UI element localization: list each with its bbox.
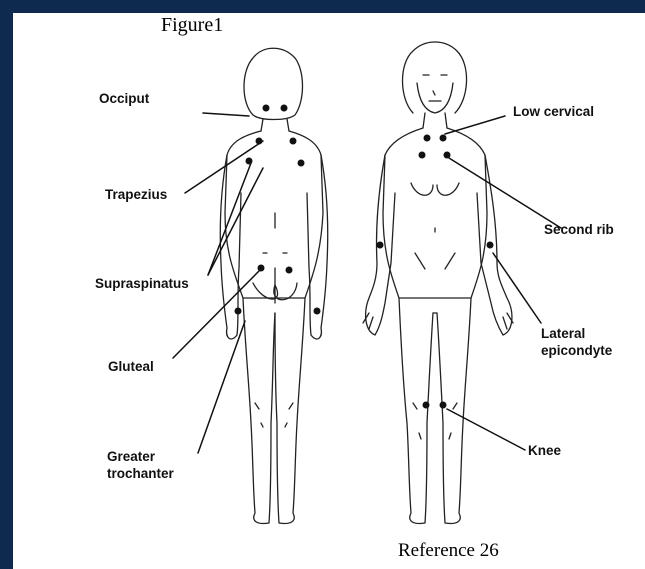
front-head xyxy=(403,42,467,113)
label-low-cervical: Low cervical xyxy=(513,103,594,120)
lateral-epicondyle-leader xyxy=(493,253,541,323)
figure-panel: Figure1 Occiput Trapezius Supraspinatus … xyxy=(13,13,645,569)
label-trapezius: Trapezius xyxy=(105,186,167,203)
label-knee: Knee xyxy=(528,442,561,459)
label-greater-trochanter-line2: trochanter xyxy=(107,465,174,482)
reference-note: Reference 26 xyxy=(398,540,499,562)
label-occiput: Occiput xyxy=(99,90,149,107)
label-second-rib: Second rib xyxy=(544,221,614,238)
back-right-leg xyxy=(275,298,305,524)
back-neck xyxy=(261,119,289,131)
supraspinatus-leader-2 xyxy=(208,168,263,275)
front-right-arm xyxy=(477,155,512,335)
figure-title: Figure1 xyxy=(161,14,223,37)
back-left-leg xyxy=(243,298,275,524)
occiput-leader xyxy=(203,113,249,116)
front-right-leg xyxy=(437,298,471,524)
label-gluteal: Gluteal xyxy=(108,358,154,375)
front-view-figure xyxy=(363,42,513,524)
front-left-leg xyxy=(399,298,433,524)
second-rib-leader xyxy=(449,158,561,228)
label-lateral-epicondyle-line1: Lateral xyxy=(541,325,585,342)
trochanter-leader xyxy=(198,321,245,453)
low-cervical-leader xyxy=(445,116,505,134)
trapezius-leader xyxy=(185,141,263,193)
front-torso xyxy=(383,128,487,298)
label-supraspinatus: Supraspinatus xyxy=(95,275,189,292)
knee-leader xyxy=(447,409,525,450)
label-lateral-epicondyle-line2: epicondyte xyxy=(541,342,612,359)
label-greater-trochanter-line1: Greater xyxy=(107,448,155,465)
back-view-figure xyxy=(220,48,328,523)
back-head xyxy=(244,48,303,119)
